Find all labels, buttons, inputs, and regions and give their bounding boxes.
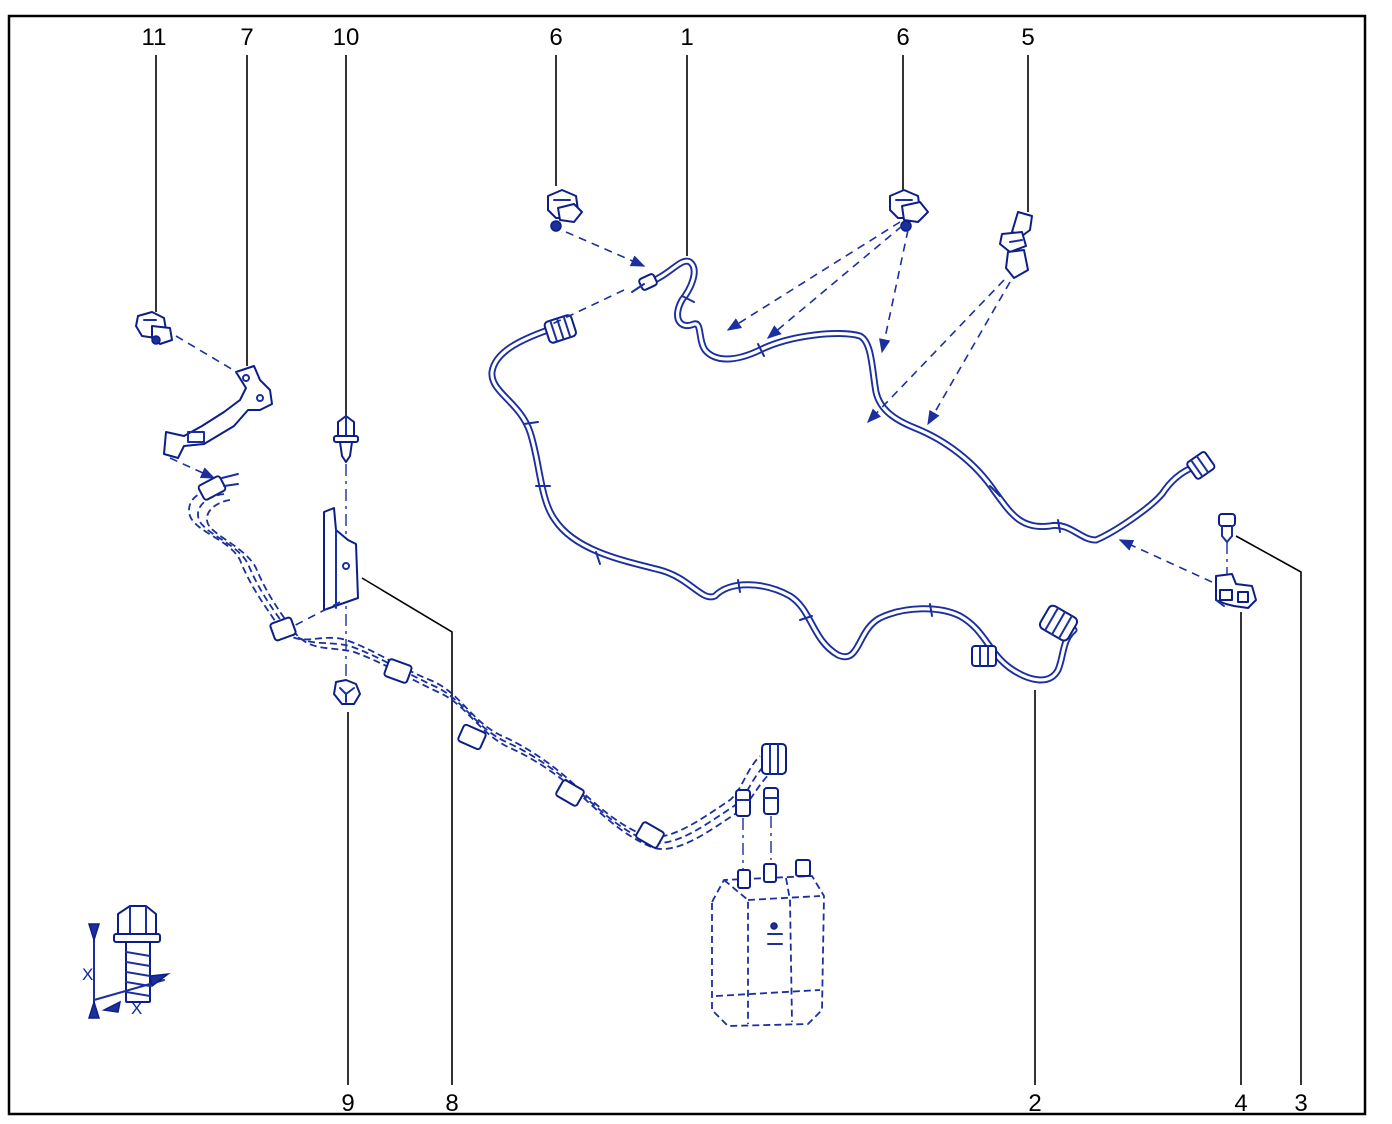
bracket-4	[1215, 573, 1257, 609]
clip-6-right	[889, 189, 929, 232]
assembly-line-clip-11	[175, 335, 241, 375]
torque-label-x-vertical: X	[82, 965, 93, 984]
callout-3: 3	[1294, 1090, 1307, 1117]
clip-5	[999, 211, 1033, 279]
callout-5: 5	[1021, 24, 1034, 51]
nut-9	[333, 679, 361, 705]
callout-11: 11	[142, 24, 167, 51]
callout-labels-bottom: 9 8 2 4 3	[341, 1090, 1307, 1117]
bolt-10	[333, 415, 359, 463]
callout-6-left: 6	[549, 24, 562, 51]
dimension-arrow-left	[101, 1000, 122, 1013]
hose-1-connector-right	[1186, 451, 1216, 480]
leader-8	[361, 577, 453, 1085]
ghost-line-bundle	[188, 473, 787, 850]
callout-labels-top: 11 7 10 6 1 6 5	[142, 24, 1035, 51]
bracket-8-link	[285, 601, 341, 631]
hose-1-vapour-line	[631, 257, 1216, 544]
stud-3	[1218, 513, 1236, 543]
hose-2-inline-clip	[971, 645, 997, 667]
callout-1: 1	[680, 24, 693, 51]
callout-9: 9	[341, 1090, 354, 1117]
leader-lines	[155, 55, 1302, 1085]
bracket-7	[163, 365, 273, 459]
assembly-arrows-upper	[547, 221, 1011, 426]
dimension-arrow-top	[87, 923, 101, 943]
hose-1-fitting-left	[638, 273, 658, 291]
callout-7: 7	[240, 24, 253, 51]
dimension-arrow-bottom	[87, 999, 101, 1019]
dimension-arrow-right	[149, 972, 171, 988]
callout-6-right: 6	[896, 24, 909, 51]
callout-8: 8	[445, 1090, 458, 1117]
assembly-arrow-bracket-4	[1118, 539, 1213, 583]
hose-1-nipple	[631, 283, 645, 293]
canister-hose-fittings	[735, 787, 779, 817]
callout-2: 2	[1028, 1090, 1041, 1117]
hose-2-fuel-line	[488, 314, 1079, 684]
leader-3	[1235, 535, 1302, 1085]
callout-10: 10	[333, 24, 360, 51]
clip-11	[135, 311, 173, 345]
torque-label-x-horizontal: X	[131, 999, 142, 1018]
hose-2-connector-right	[1038, 604, 1079, 642]
bracket-8	[323, 507, 359, 611]
callout-4: 4	[1234, 1090, 1247, 1117]
diagram-border	[7, 14, 1367, 1116]
charcoal-canister	[711, 859, 825, 1027]
clip-6-left	[547, 189, 583, 232]
assembly-arrow-bracket-7	[169, 457, 216, 479]
hose-2-connector-left	[543, 314, 577, 344]
torque-bolt-symbol: X X	[82, 905, 171, 1019]
